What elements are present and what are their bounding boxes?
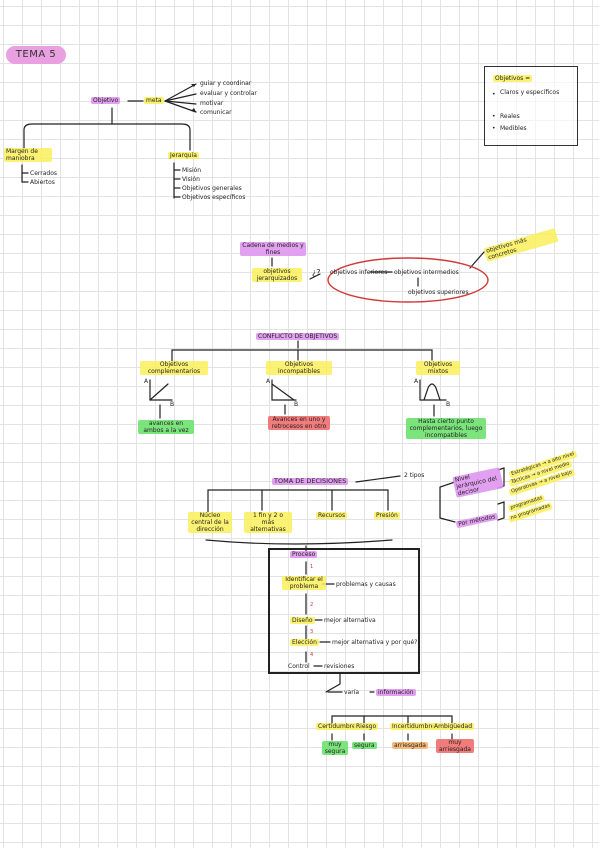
legend-bullet-3: •: [492, 125, 496, 132]
proceso-box: [268, 548, 420, 674]
decision-element: Núcleo central de la dirección: [188, 512, 232, 533]
cadena-question: ¿?: [312, 268, 321, 277]
step-name: Identificar el problema: [282, 576, 326, 590]
proceso-node: Proceso: [290, 551, 318, 558]
ellipse-intermedios: objetivos intermedios: [394, 269, 459, 276]
ellipse-inferiores: objetivos inferiores: [330, 269, 388, 276]
objetivo-node: Objetivo: [91, 97, 121, 104]
legend-item: Medibles: [500, 125, 527, 132]
conflicto-type-incompatibles: Objetivos incompatibles: [266, 361, 332, 375]
informacion-node: información: [376, 689, 416, 696]
function-item: evaluar y controlar: [200, 90, 257, 97]
info-column-label: Certidumbre: [316, 723, 358, 730]
ellipse-superiores: objetivos superiores: [408, 289, 469, 296]
info-column-result: segura: [352, 742, 377, 749]
step-name: Control: [288, 663, 310, 670]
function-item: guiar y coordinar: [200, 80, 252, 87]
cadena-result: objetivos jerarquizados: [252, 268, 302, 282]
margen-item: Cerrados: [30, 170, 57, 177]
decisiones-node: TOMA DE DECISIONES: [272, 477, 349, 485]
axis-b-label: B: [294, 401, 299, 408]
axis-a-label: A: [414, 378, 419, 385]
margen-node: Margen de maniobra: [4, 148, 52, 162]
info-column-label: Incertidumbre: [390, 723, 437, 730]
jerarquia-item: Visión: [182, 176, 200, 183]
legend-bullet-2: •: [492, 113, 496, 120]
step-desc: mejor alternativa y por qué?: [332, 639, 418, 646]
axis-b-label: B: [170, 401, 175, 408]
info-column-result: arriesgada: [392, 742, 428, 749]
legend-item: Reales: [500, 113, 520, 120]
legend-heading: Objetivos =: [493, 75, 533, 82]
conflicto-type-mixtos: Objetivos mixtos: [416, 361, 460, 375]
axis-a-label: A: [144, 378, 149, 385]
conflicto-result-mixtos: Hasta cierto punto complementarios, lueg…: [406, 418, 486, 439]
decision-element: 1 fin y 2 o más alternativas: [244, 512, 292, 533]
cadena-node: Cadena de medios y fines: [240, 242, 306, 256]
legend-bullet-1: •: [492, 91, 496, 98]
jerarquia-item: Misión: [182, 167, 202, 174]
margen-item: Abiertos: [30, 179, 55, 186]
function-item: comunicar: [200, 109, 232, 116]
info-prefix: varía: [344, 689, 360, 696]
legend-item: Claros y específicos: [500, 89, 560, 96]
jerarquia-item: Objetivos generales: [182, 185, 242, 192]
decisiones-tipos: 2 tipos: [404, 472, 425, 479]
step-number: 3: [310, 629, 314, 635]
meta-node: meta: [144, 97, 164, 104]
step-desc: mejor alternativa: [324, 617, 376, 624]
conflicto-node: CONFLICTO DE OBJETIVOS: [256, 333, 340, 340]
step-name: Elección: [290, 639, 319, 646]
step-number: 1: [310, 564, 314, 570]
decision-element: Recursos: [316, 512, 348, 519]
conflicto-type-complementarios: Objetivos complementarios: [140, 361, 208, 375]
conflicto-result-complementarios: avances en ambos a la vez: [138, 420, 194, 434]
info-column-result: muy segura: [322, 741, 348, 755]
axis-a-label: A: [266, 378, 271, 385]
step-number: 4: [310, 652, 314, 658]
step-number: 2: [310, 602, 314, 608]
jerarquia-item: Objetivos específicos: [182, 194, 246, 201]
title-tag: TEMA 5: [6, 46, 66, 64]
info-column-label: Riesgo: [354, 723, 379, 730]
jerarquia-node: Jerarquía: [168, 152, 199, 159]
info-column-label: Ambigüedad: [432, 723, 475, 730]
step-name: Diseño: [290, 617, 315, 624]
step-desc: problemas y causas: [336, 581, 396, 588]
function-item: motivar: [200, 100, 224, 107]
info-column-result: muy arriesgada: [436, 739, 474, 753]
axis-b-label: B: [446, 401, 451, 408]
decision-element: Presión: [374, 512, 400, 519]
conflicto-result-incompatibles: Avances en uno y retrocesos en otro: [268, 416, 330, 430]
step-desc: revisiones: [324, 663, 355, 670]
